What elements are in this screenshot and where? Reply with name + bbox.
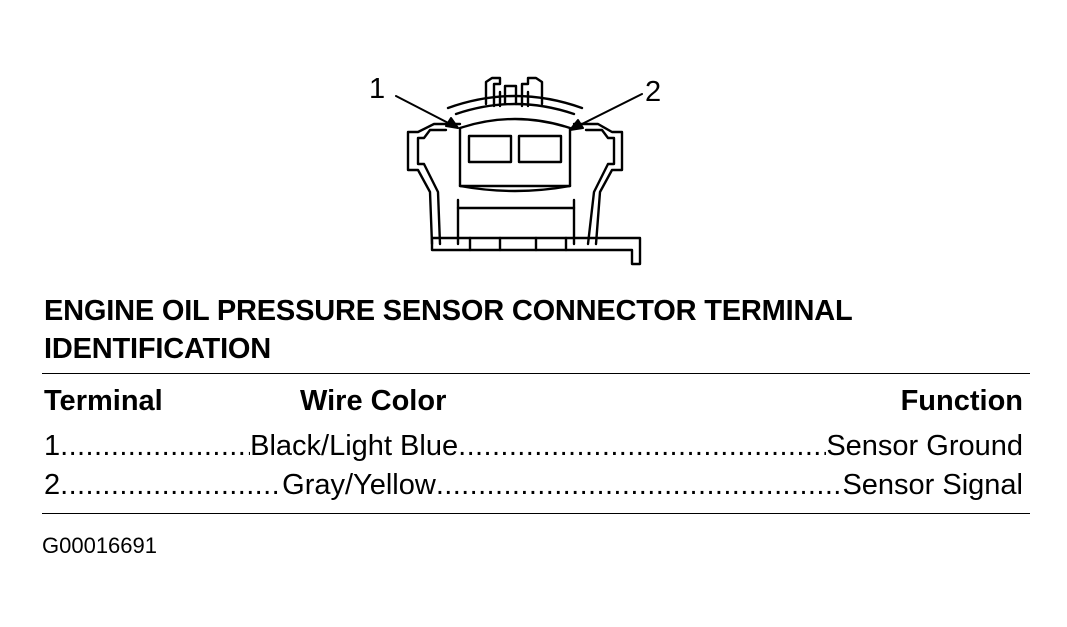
dot-leader	[458, 428, 826, 464]
terminal-cell: 1	[44, 430, 61, 462]
terminal-tabs	[484, 76, 544, 108]
header-function: Function	[900, 385, 1023, 417]
table-row: 2 Gray/Yellow Sensor Signal	[44, 467, 1023, 503]
terminal-1-cavity	[467, 134, 513, 164]
connector-illustration	[395, 76, 643, 266]
header-wire-color: Wire Color	[300, 385, 447, 417]
header-terminal: Terminal	[44, 385, 163, 417]
callout-2-leader	[569, 93, 643, 131]
function-cell: Sensor Signal	[842, 469, 1023, 501]
callout-number-1: 1	[369, 73, 386, 105]
table-title: ENGINE OIL PRESSURE SENSOR CONNECTOR TER…	[44, 295, 852, 365]
dot-leader	[436, 467, 843, 503]
dot-leader	[60, 428, 250, 464]
figure-id: G00016691	[42, 533, 157, 558]
callout-1-leader	[395, 95, 459, 129]
callout-number-2: 2	[645, 76, 662, 108]
table-bottom-rule	[42, 513, 1030, 514]
terminal-cell: 2	[44, 469, 61, 501]
table-top-rule	[42, 373, 1030, 374]
dot-leader	[60, 467, 282, 503]
terminal-2-cavity	[517, 134, 563, 164]
wire-color-cell: Gray/Yellow	[282, 469, 436, 501]
wire-color-cell: Black/Light Blue	[250, 430, 459, 462]
table-row: 1 Black/Light Blue Sensor Ground	[44, 428, 1023, 464]
function-cell: Sensor Ground	[826, 430, 1023, 462]
